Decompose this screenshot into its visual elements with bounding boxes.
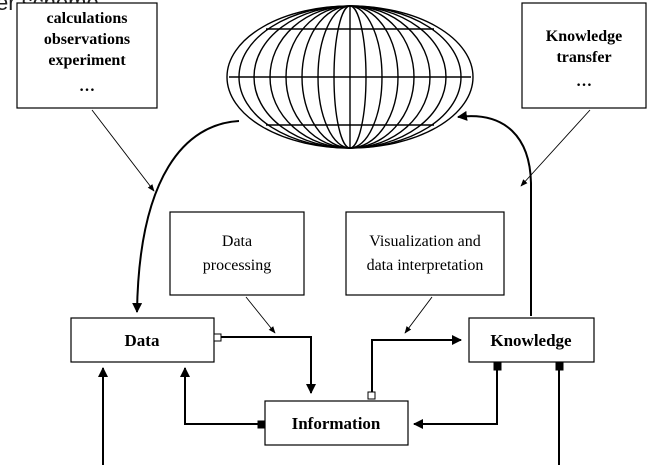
visualization-line-2: data interpretation (367, 257, 484, 274)
sources-box-line-3: experiment (48, 52, 126, 69)
sources-box-line-4: … (79, 78, 95, 95)
visualization-line-1: Visualization and (369, 233, 480, 250)
knowledge-bottom-port (555, 361, 564, 371)
knowledge-left-port (493, 361, 502, 371)
globe-icon (226, 5, 474, 149)
sources-to-data-arrow (91, 109, 155, 192)
globe-to-data-arrow (132, 120, 240, 313)
information-box-label: Information (292, 414, 381, 433)
knowledge-transfer-line-1: Knowledge (546, 28, 622, 45)
information-to-data-arrow (180, 367, 258, 425)
information-output-port (367, 391, 376, 400)
information-to-knowledge-arrow (371, 335, 462, 392)
sources-box-line-1: calculations (47, 10, 128, 27)
visualization-box: Visualization and data interpretation (345, 211, 505, 296)
data-processing-box: Data processing (169, 211, 305, 296)
data-to-information-arrow (221, 336, 316, 394)
information-box: Information (264, 400, 409, 446)
sources-box: calculations observations experiment … (16, 2, 158, 109)
transfer-to-knowledge-arrow (520, 109, 591, 187)
data-processing-line-1: Data (222, 233, 252, 250)
data-box: Data (70, 317, 215, 363)
data-output-port (213, 333, 222, 342)
knowledge-transfer-line-3: … (576, 73, 592, 90)
knowledge-to-information-arrow (413, 370, 498, 429)
information-left-port (257, 420, 266, 429)
processing-to-pipeline-arrow (245, 296, 276, 334)
visualization-to-pipeline-arrow (404, 296, 433, 334)
knowledge-transfer-line-2: transfer (556, 49, 611, 66)
knowledge-transfer-box: Knowledge transfer … (521, 2, 647, 109)
knowledge-box: Knowledge (468, 317, 595, 363)
data-box-label: Data (125, 331, 160, 350)
knowledge-box-label: Knowledge (490, 331, 572, 350)
sources-box-line-2: observations (44, 31, 130, 48)
knowledge-to-globe-arrow (457, 110, 532, 316)
data-processing-line-2: processing (203, 257, 271, 274)
